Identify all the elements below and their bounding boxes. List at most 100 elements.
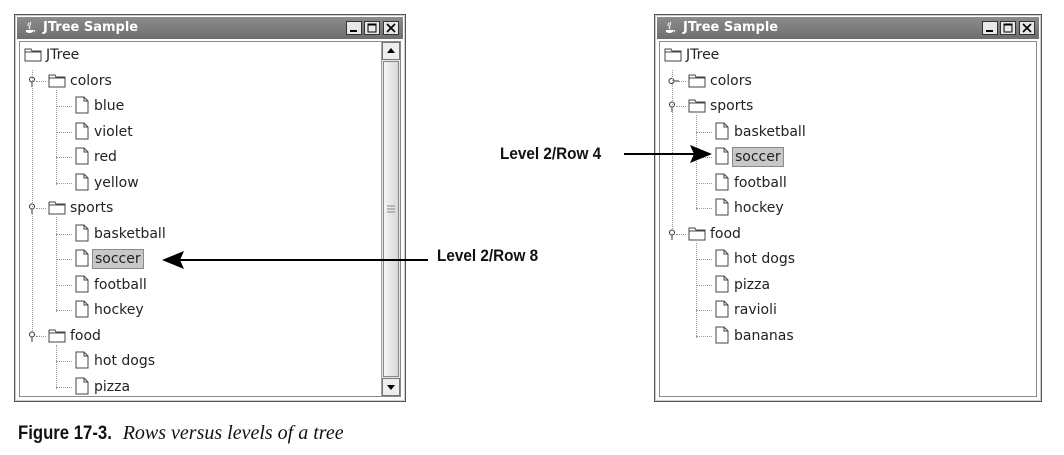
tree-connector-line [696,335,712,337]
left-window-title: JTree Sample [43,20,139,35]
scroll-down-button[interactable] [382,378,400,396]
java-cup-icon [666,21,676,33]
tree-connector-line [676,106,686,107]
tree-leaf-node[interactable]: hockey [660,197,1016,219]
figure-caption: Figure 17-3. Rows versus levels of a tre… [18,422,344,445]
right-minimize-button[interactable] [982,21,998,35]
right-callout-label: Level 2/Row 4 [500,144,602,163]
document-icon [75,249,89,271]
tree-connector-line [36,208,46,209]
tree-root-node[interactable]: JTree [660,44,1016,66]
document-icon [715,300,729,322]
tree-leaf-node[interactable]: ravioli [660,299,1016,321]
right-tree: JTree colors sports basketball soccer footbal… [660,42,1036,396]
tree-leaf-node[interactable]: pizza [20,376,380,397]
tree-node-label: yellow [94,174,139,191]
right-window-title: JTree Sample [683,20,779,35]
tree-folder-node[interactable]: sports [660,95,1016,117]
left-callout-label: Level 2/Row 8 [437,246,539,265]
tree-leaf-node[interactable]: football [660,172,1016,194]
tree-leaf-node[interactable]: bananas [660,325,1016,347]
tree-connector-line [56,259,72,260]
tree-leaf-node[interactable]: violet [20,121,380,143]
folder-icon [688,72,706,92]
tree-node-label: colors [70,72,112,89]
tree-connector-line [56,157,72,158]
tree-node-label: food [710,225,741,242]
figure-caption-text: Rows versus levels of a tree [122,422,344,444]
document-icon [715,275,729,297]
tree-folder-node[interactable]: food [660,223,1016,245]
tree-node-label: bananas [734,327,794,344]
tree-leaf-node[interactable]: basketball [20,223,380,245]
document-icon [715,249,729,271]
document-icon [75,300,89,322]
tree-leaf-node[interactable]: soccer [20,248,380,270]
tree-leaf-node[interactable]: hot dogs [660,248,1016,270]
scroll-thumb[interactable] [383,61,399,377]
tree-connector-line [696,310,712,311]
tree-node-label: sports [70,200,114,216]
tree-connector-line [36,335,46,337]
tree-connector-line [696,208,712,209]
tree-connector-line [696,284,712,286]
right-title-bar[interactable]: JTree Sample [657,17,1039,39]
document-icon [75,377,89,397]
tree-leaf-node[interactable]: pizza [660,274,1016,296]
tree-leaf-node[interactable]: blue [20,95,380,117]
tree-leaf-node[interactable]: red [20,146,380,168]
tree-folder-node[interactable]: food [20,325,380,347]
selected-node-label: soccer [732,147,784,167]
right-maximize-button[interactable] [1000,21,1016,35]
left-close-button[interactable] [383,21,399,35]
tree-node-label: football [94,276,147,293]
figure-number: Figure 17-3. [18,423,112,444]
tree-node-label: colors [710,72,752,89]
folder-icon [688,97,706,117]
collapsed-toggle-icon[interactable] [668,76,680,92]
tree-node-label: food [70,327,101,344]
tree-folder-node[interactable]: colors [20,70,380,92]
tree-connector-line [56,217,57,312]
folder-icon [24,46,42,66]
tree-leaf-node[interactable]: basketball [660,121,1016,143]
left-maximize-button[interactable] [364,21,380,35]
left-minimize-button[interactable] [346,21,362,35]
tree-root-node[interactable]: JTree [20,44,380,66]
expanded-toggle-icon[interactable] [668,101,680,117]
expanded-toggle-icon[interactable] [28,331,40,347]
tree-connector-line [56,106,72,107]
tree-connector-line [696,115,697,210]
tree-connector-line [696,259,712,260]
right-close-button[interactable] [1019,21,1035,35]
java-cup-icon [26,21,36,33]
document-icon [75,96,89,118]
folder-icon [688,225,706,245]
document-icon [715,122,729,144]
tree-connector-line [56,182,72,184]
tree-folder-node[interactable]: sports [20,197,380,219]
folder-icon [664,46,682,66]
left-title-bar[interactable]: JTree Sample [17,17,403,39]
tree-node-label: hockey [94,302,144,318]
expanded-toggle-icon[interactable] [28,76,40,92]
scroll-up-button[interactable] [382,42,400,60]
tree-node-label: pizza [94,378,131,395]
tree-node-label: JTree [686,47,720,63]
tree-leaf-node[interactable]: hot dogs [20,350,380,372]
document-icon [75,351,89,373]
document-icon [75,147,89,169]
tree-folder-node[interactable]: colors [660,70,1016,92]
tree-connector-line [696,157,712,158]
tree-node-label: basketball [94,225,166,242]
tree-connector-line [672,69,673,231]
tree-connector-line [676,80,686,82]
tree-leaf-node[interactable]: hockey [20,299,380,321]
tree-leaf-node[interactable]: football [20,274,380,296]
left-vertical-scrollbar[interactable] [381,42,400,396]
expanded-toggle-icon[interactable] [28,203,40,219]
tree-leaf-node[interactable]: soccer [660,146,1016,168]
tree-leaf-node[interactable]: yellow [20,172,380,194]
expanded-toggle-icon[interactable] [668,229,680,245]
tree-node-label: JTree [46,47,80,63]
